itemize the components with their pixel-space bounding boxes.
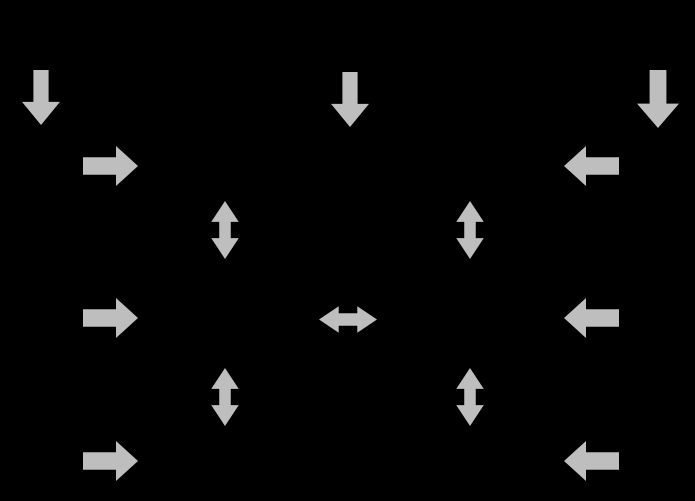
arrow-right-glyph: [83, 441, 138, 481]
arrow-left-glyph: [564, 441, 619, 481]
arrow-right-icon: [83, 298, 138, 338]
arrow-up-down-glyph: [456, 368, 484, 426]
arrow-up-down-icon: [209, 201, 241, 259]
arrow-up-down-icon: [454, 201, 486, 259]
arrow-left-right-icon: [319, 303, 377, 336]
arrow-right-glyph: [83, 146, 138, 186]
arrow-right-icon: [83, 146, 138, 186]
arrow-up-down-icon: [454, 368, 486, 426]
arrow-down-glyph: [637, 70, 679, 128]
arrow-up-down-glyph: [456, 201, 484, 259]
arrow-left-icon: [564, 146, 619, 186]
arrow-right-icon: [83, 441, 138, 481]
arrow-down-icon: [331, 72, 369, 127]
arrow-down-icon: [637, 70, 679, 128]
arrow-up-down-glyph: [211, 368, 239, 426]
arrow-down-icon: [22, 70, 60, 125]
arrow-left-glyph: [564, 146, 619, 186]
arrow-up-down-icon: [209, 368, 241, 426]
arrow-up-down-glyph: [211, 201, 239, 259]
arrow-left-right-glyph: [319, 306, 377, 333]
arrow-down-glyph: [22, 70, 60, 125]
arrow-right-glyph: [83, 298, 138, 338]
arrow-down-glyph: [331, 72, 369, 127]
arrow-left-icon: [564, 298, 619, 338]
arrow-left-icon: [564, 441, 619, 481]
arrow-left-glyph: [564, 298, 619, 338]
